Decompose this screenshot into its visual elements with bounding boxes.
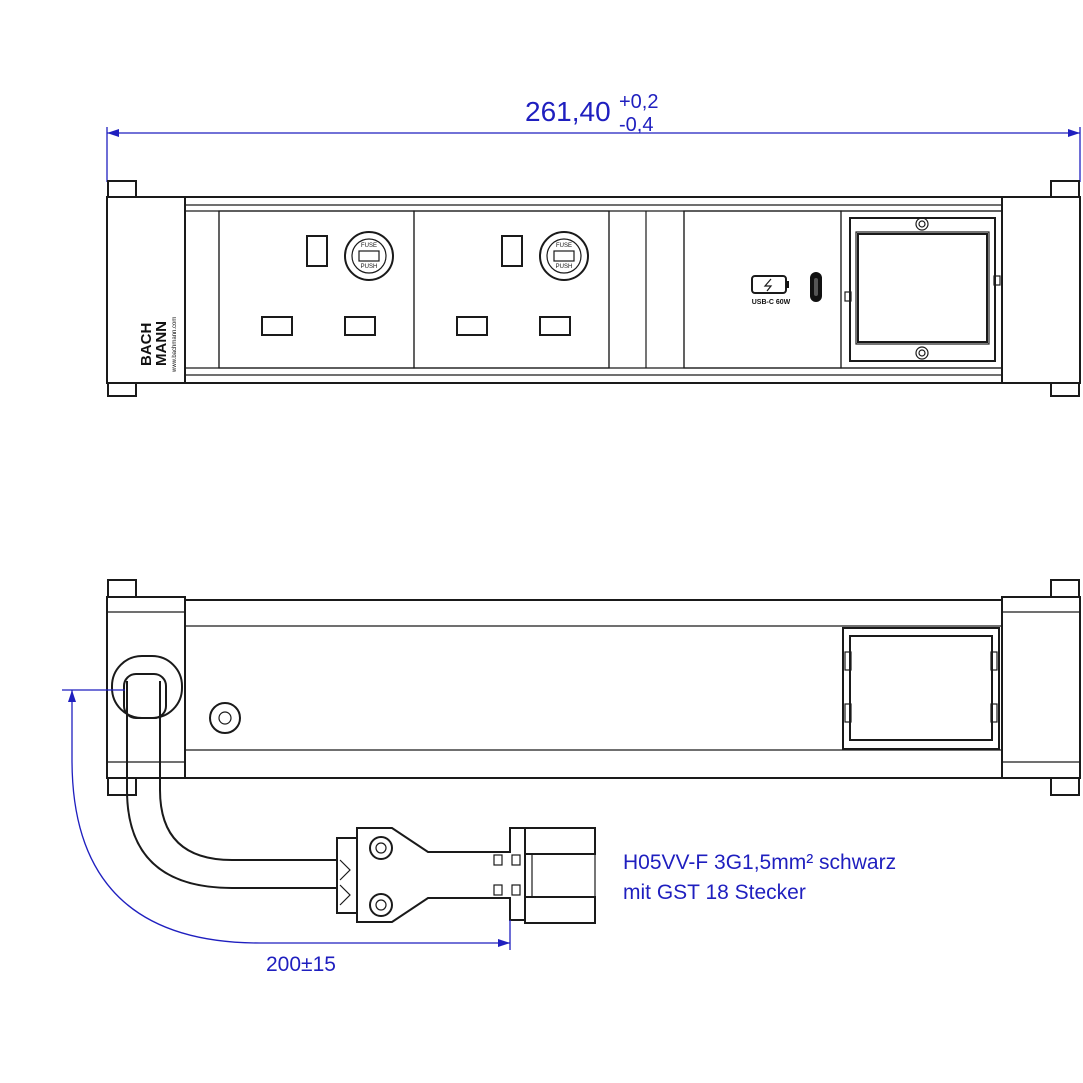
cable-note: H05VV-F 3G1,5mm² schwarz mit GST 18 Stec… bbox=[623, 851, 896, 904]
length-tolerance-plus: +0,2 bbox=[619, 91, 658, 113]
top-body bbox=[184, 196, 1003, 384]
brand-line2: MANN bbox=[153, 321, 170, 366]
side-body bbox=[184, 599, 1003, 779]
fuse-label-top: FUSE bbox=[556, 243, 572, 249]
fuse-label-bottom: PUSH bbox=[361, 264, 378, 270]
brand-logo: BACH MANN www.bachmann.com bbox=[138, 317, 178, 373]
cable-note-line1: H05VV-F 3G1,5mm² schwarz bbox=[623, 851, 896, 874]
live-pin-slot bbox=[456, 316, 488, 336]
gst18-connector bbox=[336, 827, 596, 924]
length-dimension: 261,40 +0,2 -0,4 bbox=[106, 91, 1081, 182]
brand-url: www.bachmann.com bbox=[172, 317, 178, 373]
fuse-label-top: FUSE bbox=[361, 243, 377, 249]
mounting-hole-icon bbox=[209, 702, 241, 734]
live-pin-slot bbox=[261, 316, 293, 336]
side-right-end-cap bbox=[1001, 579, 1081, 796]
earth-pin-slot bbox=[306, 235, 328, 267]
rear-module bbox=[842, 627, 1000, 750]
side-view: 200±15 H05VV-F 3G1,5mm² schwarz mit GST … bbox=[62, 579, 1081, 976]
cable-length-value: 200±15 bbox=[266, 953, 336, 976]
earth-pin-slot bbox=[501, 235, 523, 267]
fuse-holder-icon bbox=[344, 231, 394, 281]
length-tolerance-minus: -0,4 bbox=[619, 114, 653, 136]
connector-screw-icon bbox=[369, 893, 393, 917]
cable-note-line2: mit GST 18 Stecker bbox=[623, 881, 806, 904]
left-end-cap bbox=[106, 180, 186, 397]
neutral-pin-slot bbox=[539, 316, 571, 336]
connector-screw-icon bbox=[369, 836, 393, 860]
fuse-label-bottom: PUSH bbox=[556, 264, 573, 270]
side-left-end-cap bbox=[106, 579, 186, 796]
usb-label: USB-C 60W bbox=[752, 299, 791, 306]
uk-socket-1: FUSE PUSH bbox=[218, 210, 415, 369]
right-end-cap bbox=[1001, 180, 1081, 397]
power-cable bbox=[126, 681, 337, 889]
cable-length-dimension: 200±15 bbox=[62, 689, 511, 976]
brand-line1: BACH bbox=[138, 323, 155, 366]
data-module-frame bbox=[840, 210, 1003, 369]
length-value: 261,40 bbox=[525, 96, 611, 127]
cable-gland bbox=[111, 655, 183, 719]
neutral-pin-slot bbox=[344, 316, 376, 336]
fuse-holder-icon bbox=[539, 231, 589, 281]
top-view: 261,40 +0,2 -0,4 BACH MANN www.bachmann.… bbox=[106, 91, 1081, 397]
